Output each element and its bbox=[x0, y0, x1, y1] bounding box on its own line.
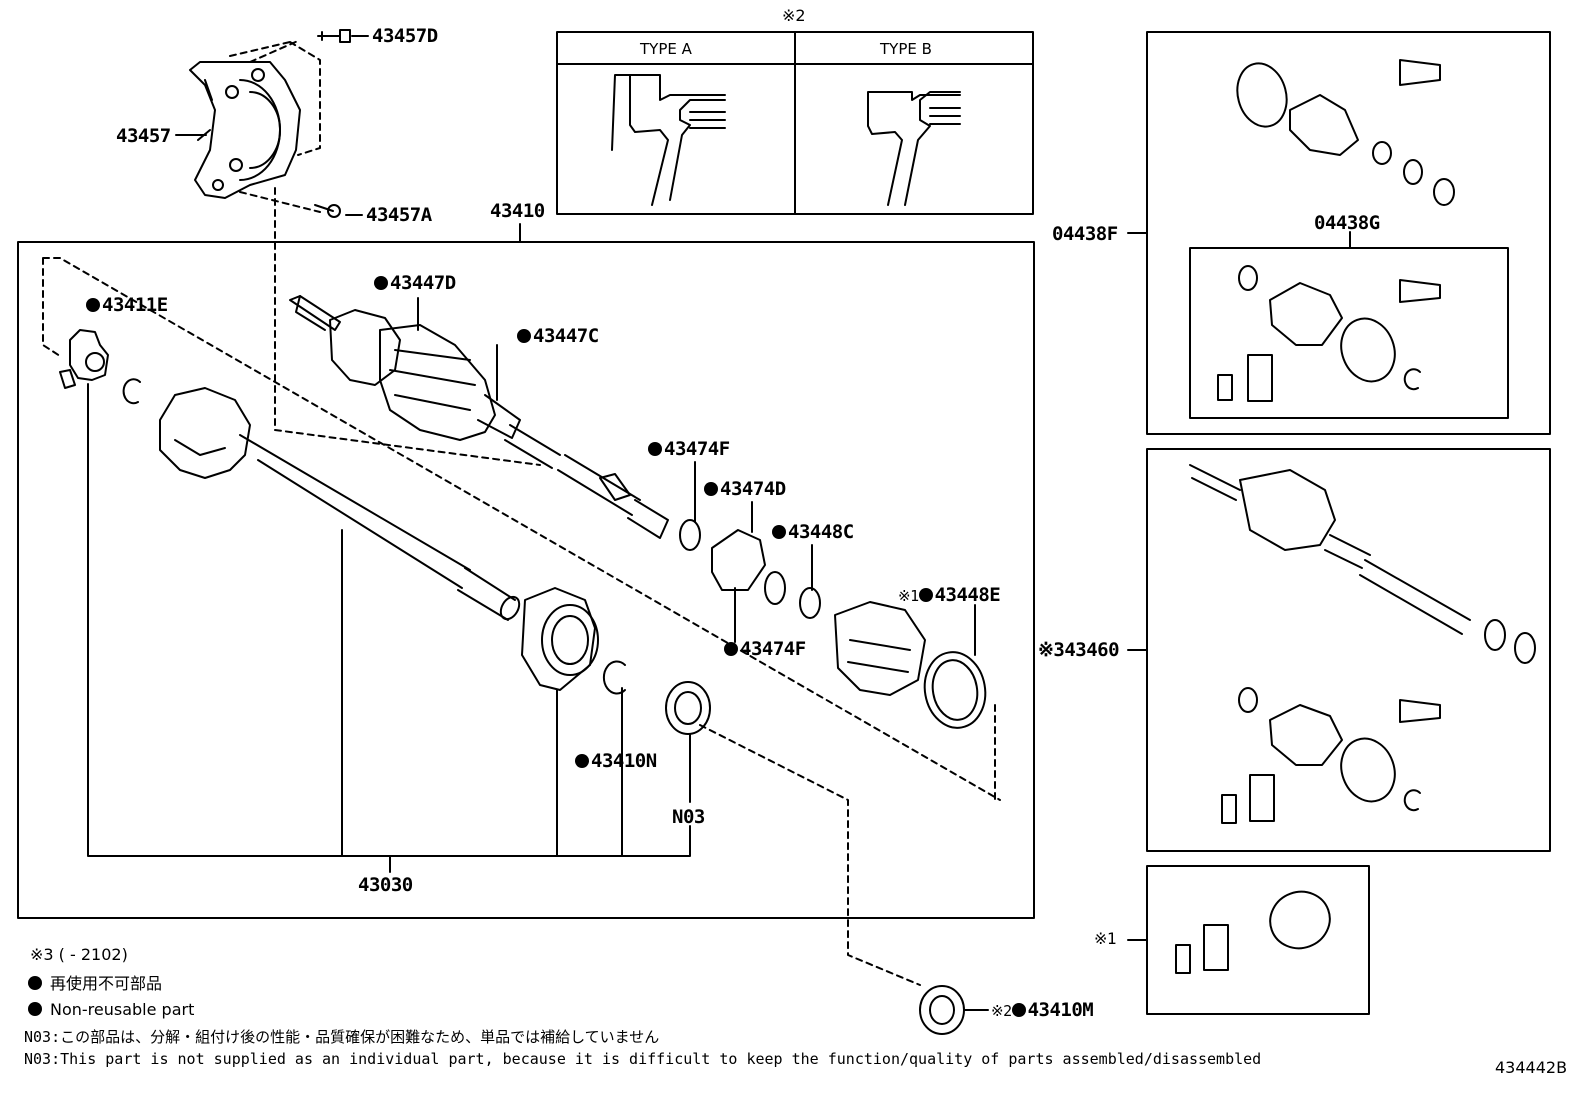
part-label-43457[interactable]: 43457 bbox=[116, 125, 171, 147]
part-label-43447C[interactable]: 43447C bbox=[517, 327, 599, 346]
part-label-43474F-bottom[interactable]: 43474F bbox=[724, 640, 806, 659]
part-label-43410N[interactable]: 43410N bbox=[575, 752, 657, 771]
outer-shaft bbox=[289, 295, 987, 729]
main-frame bbox=[17, 241, 1035, 919]
part-label-43411E[interactable]: 43411E bbox=[86, 296, 168, 315]
bullet-dot bbox=[28, 976, 42, 990]
note-n03-jp: N03:この部品は、分解・組付け後の性能・品質確保が困難なため、単品では補給して… bbox=[24, 1028, 660, 1046]
diagram-id: 434442B bbox=[1495, 1058, 1568, 1077]
note-range: ※3 ( - 2102) bbox=[30, 945, 128, 964]
non-reusable-dot bbox=[724, 642, 738, 656]
part-label-43448C[interactable]: 43448C bbox=[772, 523, 854, 542]
box-04438G bbox=[1189, 247, 1509, 419]
non-reusable-dot bbox=[918, 588, 933, 602]
non-reusable-dot bbox=[704, 482, 718, 496]
non-reusable-dot bbox=[575, 754, 589, 768]
note-jp-nonreusable: 再使用不可部品 bbox=[28, 976, 162, 992]
part-label-43457D[interactable]: 43457D bbox=[372, 25, 438, 47]
bullet-dot bbox=[28, 1002, 42, 1016]
non-reusable-dot bbox=[772, 525, 786, 539]
part-label-43030[interactable]: 43030 bbox=[358, 874, 413, 896]
part-label-04438F[interactable]: 04438F bbox=[1052, 223, 1118, 245]
bracket-43457 bbox=[175, 29, 369, 218]
non-reusable-dot bbox=[86, 298, 100, 312]
box-s1-kit bbox=[1146, 865, 1370, 1015]
part-label-43460[interactable]: ※343460 bbox=[1038, 639, 1120, 661]
type-inset bbox=[556, 31, 1034, 215]
inner-shaft bbox=[59, 329, 711, 873]
kit-s1 bbox=[1175, 890, 1331, 974]
box-43460 bbox=[1146, 448, 1551, 852]
non-reusable-dot bbox=[374, 276, 388, 290]
part-label-04438G[interactable]: 04438G bbox=[1314, 212, 1380, 234]
part-label-43447D[interactable]: 43447D bbox=[374, 274, 456, 293]
part-label-43410[interactable]: 43410 bbox=[490, 200, 545, 222]
seal-43410M bbox=[919, 985, 965, 1035]
kit-43460 bbox=[1189, 464, 1536, 824]
note-n03-en: N03:This part is not supplied as an indi… bbox=[24, 1050, 1262, 1068]
kit-s1-label: ※1 bbox=[1094, 929, 1117, 948]
non-reusable-dot bbox=[517, 329, 531, 343]
part-label-N03: N03 bbox=[672, 806, 705, 828]
note-en-nonreusable: Non-reusable part bbox=[28, 1002, 194, 1018]
type-a-header: TYPE A bbox=[640, 40, 692, 58]
non-reusable-dot bbox=[1011, 1003, 1026, 1017]
part-label-43474D[interactable]: 43474D bbox=[704, 480, 786, 499]
kit-04438F bbox=[1217, 59, 1455, 402]
part-label-43474F-top[interactable]: 43474F bbox=[648, 440, 730, 459]
non-reusable-dot bbox=[648, 442, 662, 456]
header-note: ※2 bbox=[782, 6, 806, 25]
type-b-header: TYPE B bbox=[880, 40, 932, 58]
part-label-43457A[interactable]: 43457A bbox=[366, 204, 432, 226]
